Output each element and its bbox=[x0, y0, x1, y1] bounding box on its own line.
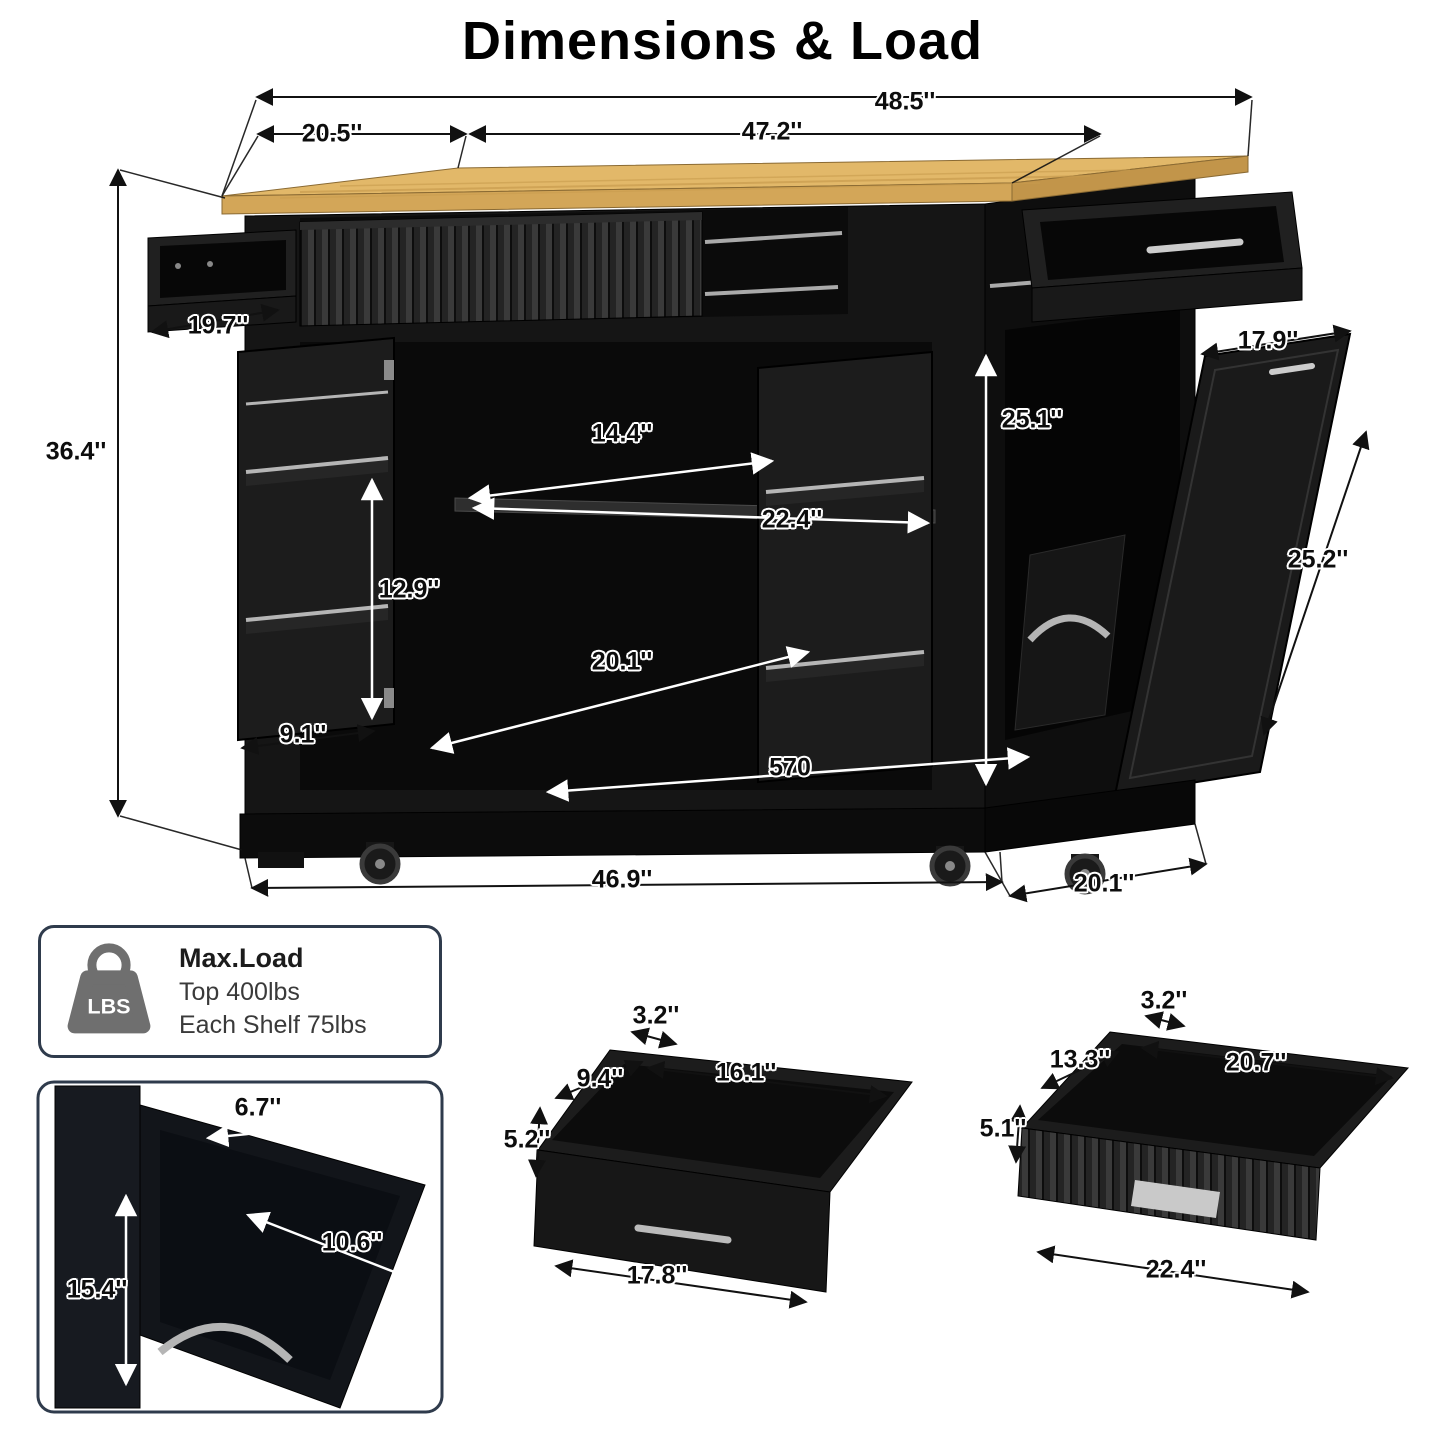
wood-top bbox=[221, 155, 1249, 215]
dimension-lines-white bbox=[360, 353, 1031, 802]
tilt-box-border bbox=[36, 1080, 444, 1414]
base-and-casters bbox=[239, 779, 1196, 895]
drawer-handle-icon bbox=[1146, 238, 1244, 254]
middle-drawer-diagram bbox=[527, 1027, 913, 1309]
max-load-panel: LBS Max.Load Top 400lbs Each Shelf 75lbs bbox=[38, 925, 442, 1058]
dimension-lines-black bbox=[109, 88, 1370, 903]
fluted-drawer-front bbox=[299, 211, 703, 327]
caster-wheel-icon bbox=[359, 842, 401, 885]
hinge-icon bbox=[384, 688, 394, 708]
lbs-label: LBS bbox=[87, 993, 130, 1018]
tilt-compartment-diagram bbox=[54, 1085, 426, 1409]
caster-wheel-icon bbox=[929, 845, 971, 887]
max-load-top-value: Top 400lbs bbox=[179, 978, 300, 1006]
weight-lbs-icon: LBS bbox=[67, 942, 151, 1033]
max-load-title: Max.Load bbox=[179, 943, 304, 973]
trash-ring-icon bbox=[1027, 614, 1111, 643]
max-load-shelf-value: Each Shelf 75lbs bbox=[179, 1011, 367, 1039]
island-body bbox=[147, 155, 1352, 895]
page-title: Dimensions & Load bbox=[461, 11, 984, 71]
right-drawer-open bbox=[989, 191, 1303, 323]
drawer-handle-icon bbox=[1131, 1180, 1220, 1218]
hinge-icon bbox=[384, 360, 394, 380]
fluted-drawer-diagram bbox=[1008, 1011, 1410, 1299]
door-handle-icon bbox=[1269, 363, 1315, 375]
trash-ring-icon bbox=[157, 1322, 293, 1363]
top-drawers bbox=[147, 191, 1303, 333]
right-door-open bbox=[757, 350, 933, 784]
left-drawer-open bbox=[147, 229, 297, 333]
drawer-handle-icon bbox=[634, 1224, 732, 1244]
left-door-open bbox=[237, 336, 395, 742]
